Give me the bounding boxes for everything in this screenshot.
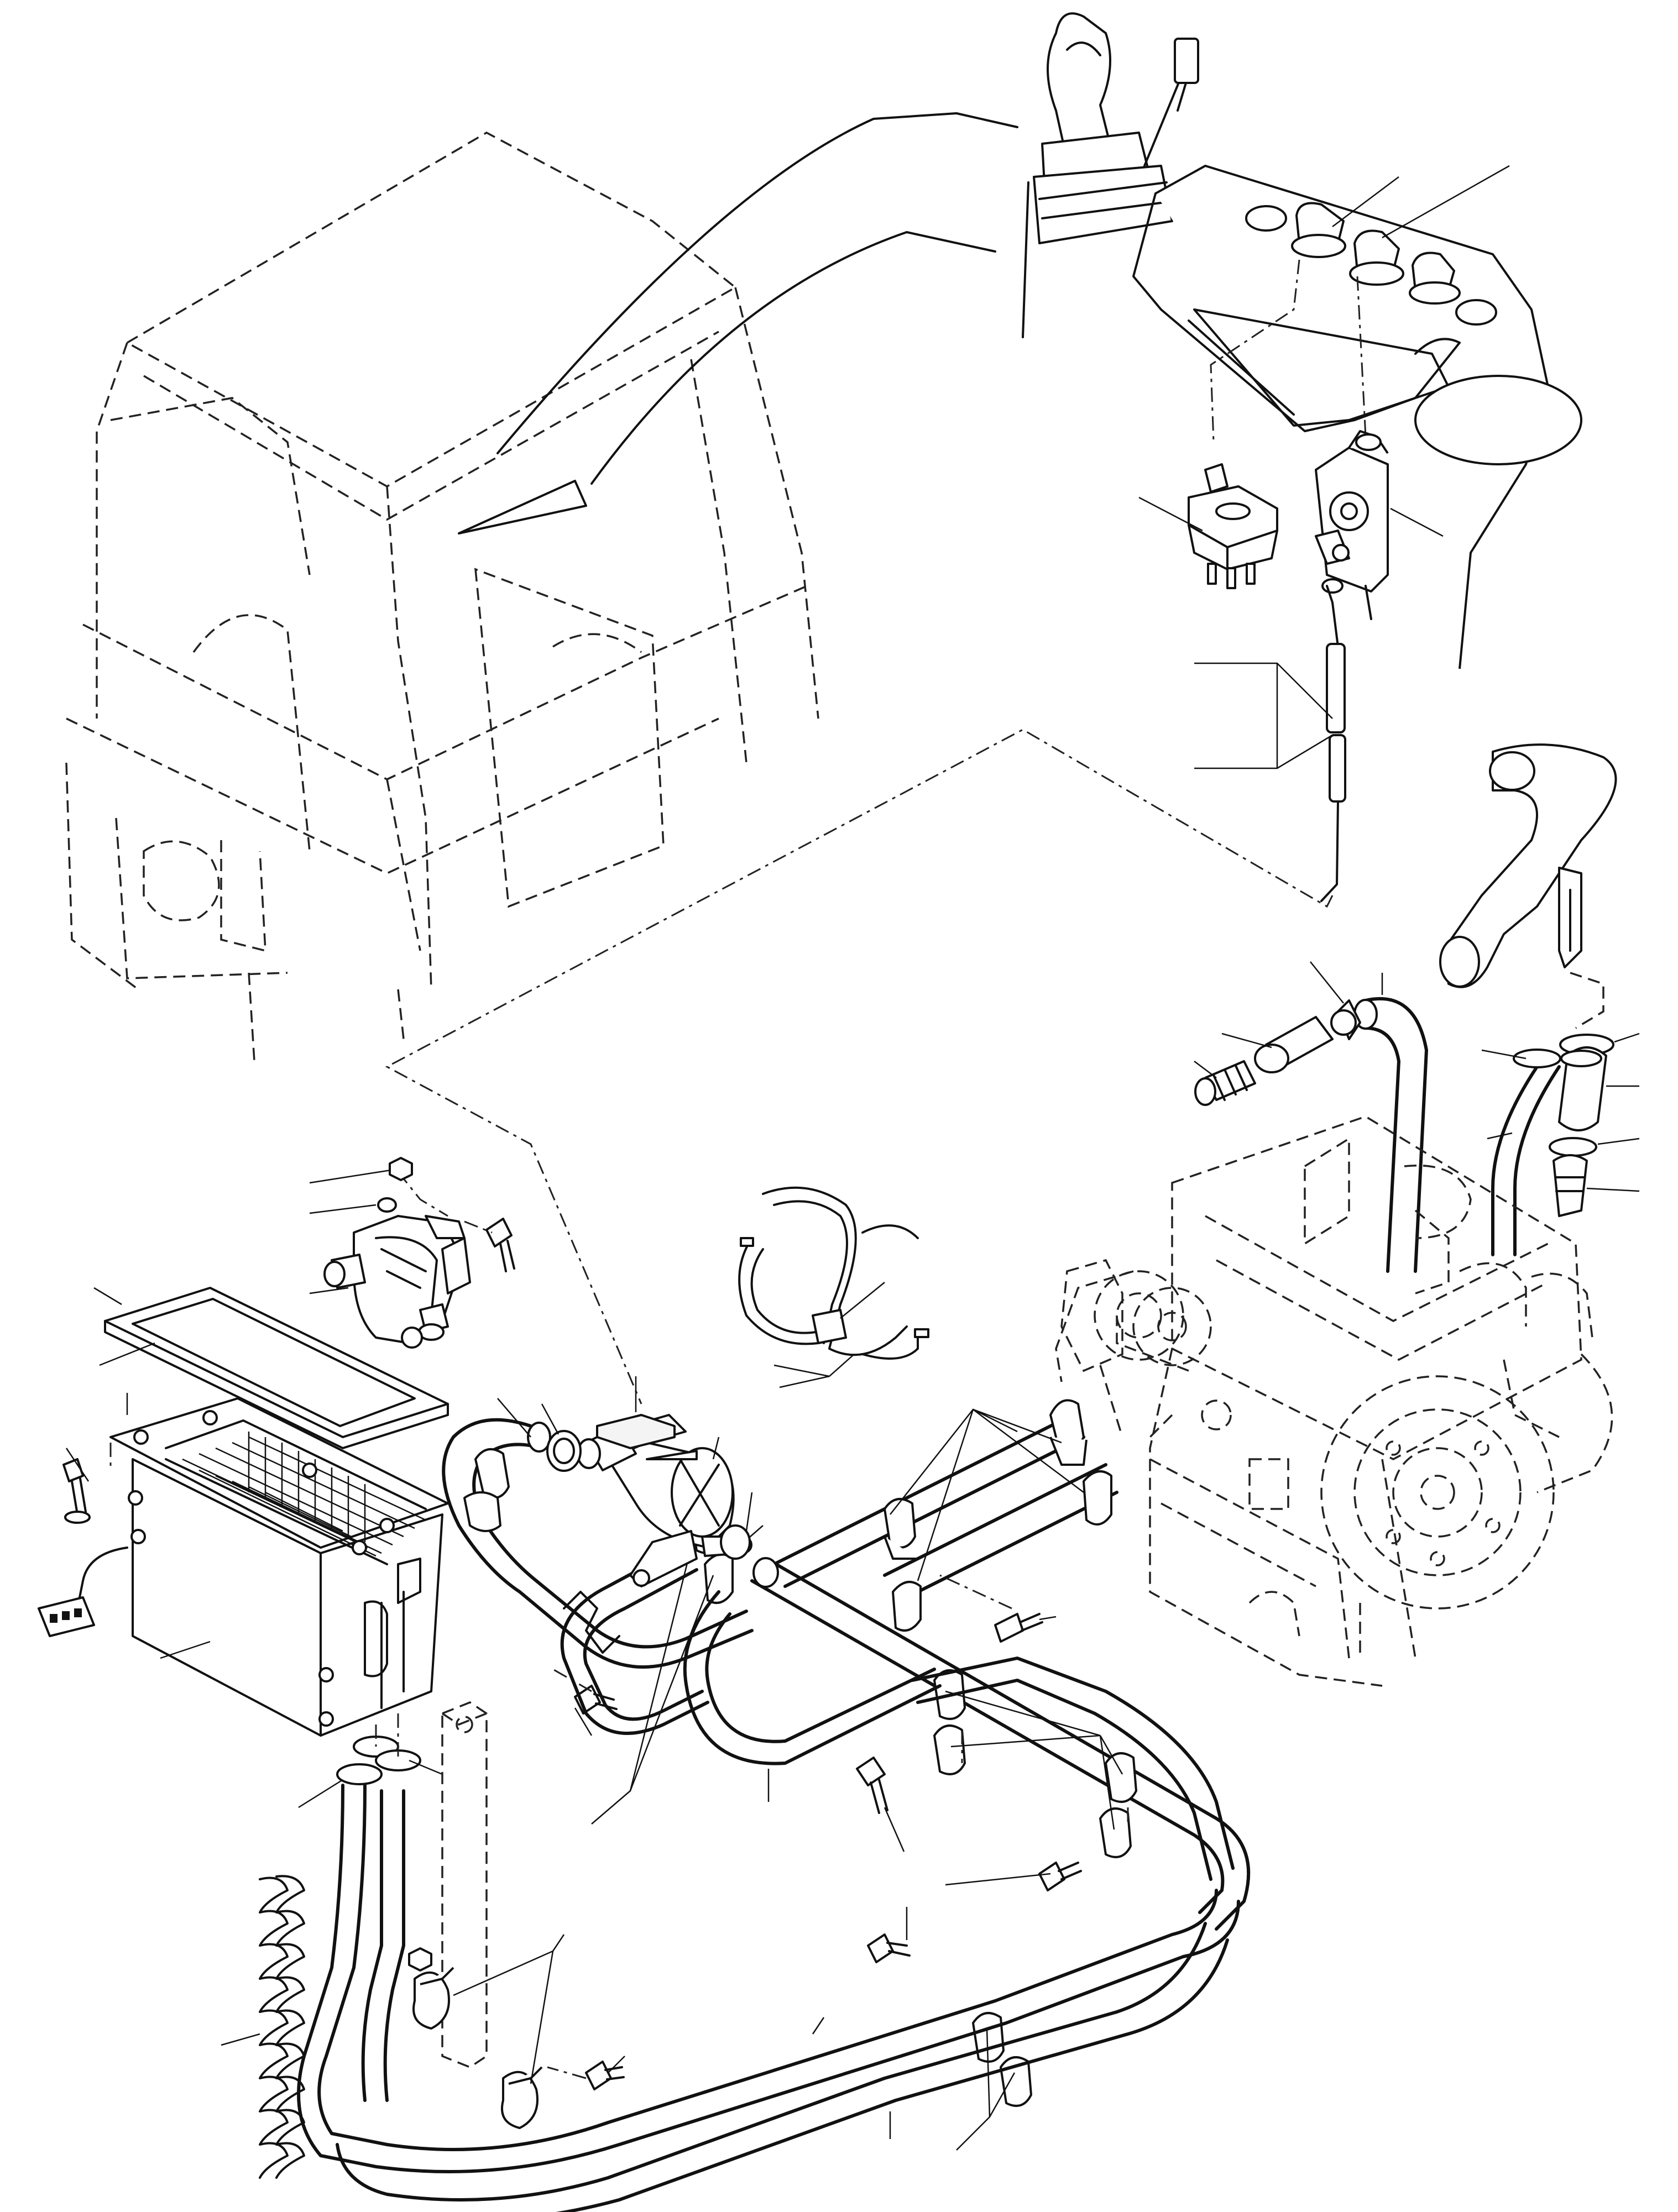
leader-line xyxy=(989,2072,1016,2117)
leader-line xyxy=(945,1873,1051,1886)
assembly-line xyxy=(464,1220,493,1234)
leader-line xyxy=(1099,1735,1123,1775)
clamp-icon xyxy=(1549,1034,1614,1217)
leader-line xyxy=(409,1759,443,1775)
valve-pad-icon xyxy=(596,1414,676,1449)
filter-frame-icon xyxy=(104,1287,449,1449)
leader-line xyxy=(1194,1061,1217,1078)
cable-tie-icon xyxy=(738,1186,929,1360)
leader-line xyxy=(629,1575,714,1791)
pointer-line xyxy=(496,112,1018,454)
leader-line xyxy=(1138,496,1203,532)
valve-control-icon xyxy=(1315,430,1389,620)
leader-line xyxy=(1310,961,1344,1004)
leader-line xyxy=(309,1204,377,1214)
alternator-icon xyxy=(1060,1259,1232,1438)
mounting-bracket-icon xyxy=(408,1701,543,2129)
leader-line xyxy=(1390,507,1444,537)
leader-line xyxy=(298,1779,343,1809)
blower-motor-icon xyxy=(323,1215,471,1349)
leader-line xyxy=(497,1398,531,1438)
leader-line xyxy=(99,1342,155,1366)
clamp-icon xyxy=(336,1736,421,1785)
assembly-line xyxy=(1570,972,1604,1029)
switch-icon xyxy=(1188,463,1278,589)
assembly-line xyxy=(1356,276,1367,437)
cab-outline-icon xyxy=(65,131,819,1062)
hose-clamp xyxy=(1513,1049,1561,1068)
hose-icon xyxy=(297,1784,1240,2212)
leader-line xyxy=(890,1408,1018,1515)
clamp-icon xyxy=(474,1448,510,1499)
coolant-hose xyxy=(1491,1065,1539,1256)
leader-line xyxy=(1099,1735,1115,1830)
leader-line xyxy=(160,1640,211,1659)
assembly-line xyxy=(375,1713,399,1758)
leader-line xyxy=(973,1409,1084,1493)
connector-icon xyxy=(38,1547,128,1637)
leader-line xyxy=(745,1492,753,1532)
leader-line xyxy=(1614,1032,1640,1043)
fitting-icon xyxy=(1194,997,1428,1273)
spiral-sleeve-icon xyxy=(259,1875,305,2179)
panel-edge xyxy=(1022,181,1029,338)
coolant-hose xyxy=(1513,1065,1561,1256)
bolt-icon xyxy=(62,1458,91,1524)
nut-icon xyxy=(377,1157,413,1213)
joystick-icon xyxy=(1033,12,1199,244)
cable-icon xyxy=(1320,585,1346,902)
leader-line xyxy=(1194,662,1333,719)
leader-line xyxy=(608,2056,625,2073)
leader-line xyxy=(1597,1138,1640,1145)
clamp-icon xyxy=(463,1491,501,1532)
hose-icon xyxy=(560,1546,1235,1881)
bolt-icon xyxy=(485,1218,1082,2090)
leader-line xyxy=(1039,1616,1057,1621)
hose-icon xyxy=(1439,743,1617,988)
assembly-line xyxy=(385,728,1334,1404)
leader-line xyxy=(541,1403,560,1435)
leader-line xyxy=(812,2017,825,2035)
leader-line xyxy=(309,1168,399,1184)
leader-line xyxy=(453,1950,553,1996)
heater-core-icon xyxy=(109,1397,449,1737)
heater-fins xyxy=(182,1432,426,1557)
arrow-head-icon xyxy=(458,480,587,534)
leader-line xyxy=(1481,1049,1527,1060)
wire-clip-icon xyxy=(563,1591,620,1654)
leader-line xyxy=(884,1807,905,1852)
assembly-line xyxy=(1210,259,1300,443)
leader-line xyxy=(1221,1032,1272,1049)
leader-line xyxy=(65,1448,90,1482)
leader-line xyxy=(950,1734,1101,1748)
leader-line xyxy=(1194,734,1333,769)
water-valve-icon xyxy=(577,1414,752,1587)
leader-line xyxy=(712,1437,720,1460)
engine-block-icon xyxy=(1055,1115,1613,1687)
leader-line xyxy=(1586,1187,1640,1192)
leader-line xyxy=(779,1354,855,1388)
leader-line xyxy=(973,1408,1062,1444)
leader-line xyxy=(221,2033,260,2046)
leader-line xyxy=(1382,165,1510,239)
leader-line xyxy=(552,1934,565,1952)
leader-line xyxy=(309,1287,349,1294)
leader-line xyxy=(1332,176,1399,227)
assembly-line xyxy=(939,1574,1012,1610)
leader-line xyxy=(1487,1132,1513,1140)
assembly-line xyxy=(397,1171,448,1217)
leader-line xyxy=(574,1707,593,1736)
leader-line xyxy=(530,1951,554,2084)
assembly-line xyxy=(547,2066,587,2079)
pointer-line xyxy=(590,231,996,485)
clamp-icon xyxy=(546,1430,751,1560)
leader-line xyxy=(93,1287,122,1306)
console-panel-icon xyxy=(1132,165,1582,669)
leader-line xyxy=(917,1409,974,1581)
leader-line xyxy=(945,1690,1101,1737)
leader-line xyxy=(840,1282,885,1319)
leader-line xyxy=(773,1364,830,1377)
coolant-pipe xyxy=(772,1413,1118,1605)
